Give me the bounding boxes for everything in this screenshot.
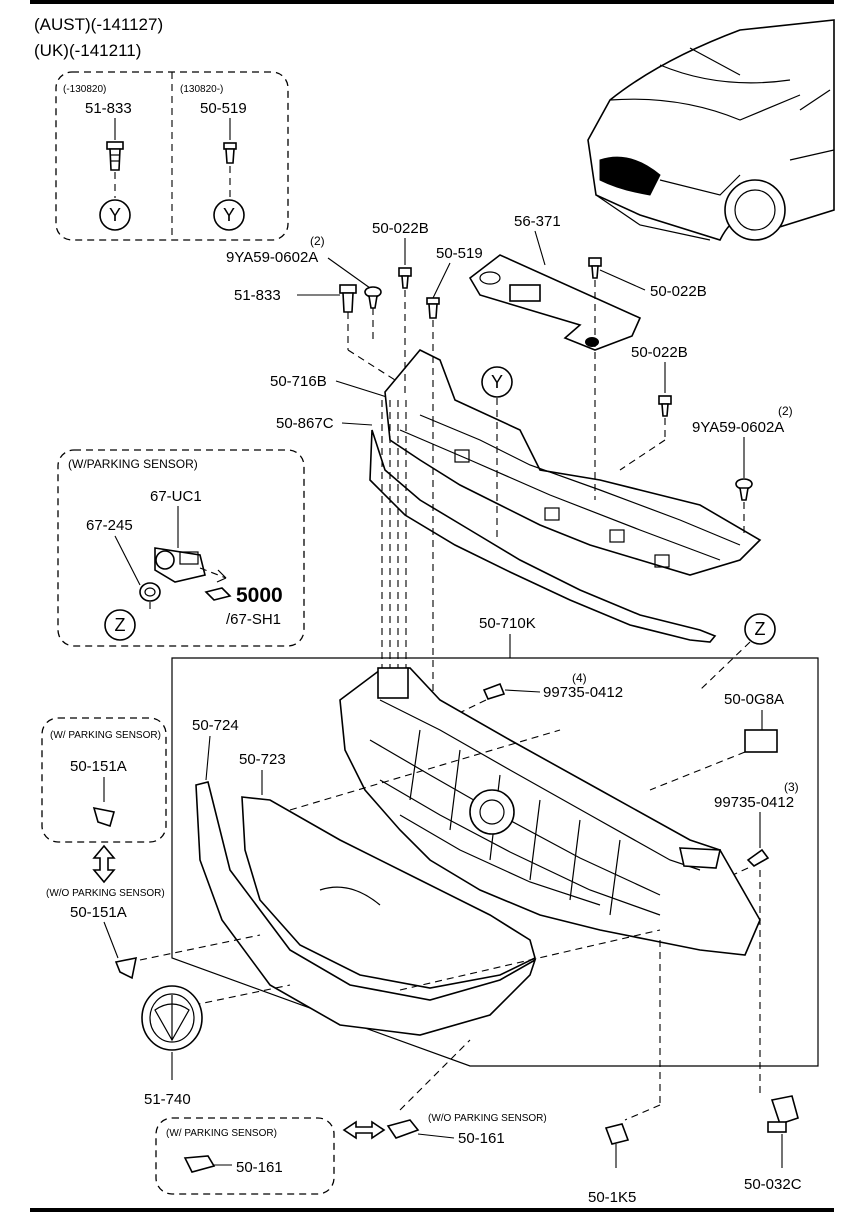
label-qty-left: (2) [310, 234, 325, 248]
ref-page-5000: 5000 [236, 584, 283, 607]
fastener-variant-box: (-130820) (130820-) 51-833 50-519 Y Y [55, 71, 289, 241]
ref-sub-67-SH1: /67-SH1 [226, 611, 281, 628]
label-9YA59-left: 9YA59-0602A [226, 249, 318, 266]
parking-sensor-icon [154, 547, 206, 583]
bolt-icon [588, 257, 602, 279]
bolt-icon [398, 267, 412, 289]
bracket-box-title: (W/ PARKING SENSOR) [50, 730, 161, 741]
marker-y-label: Y [223, 205, 235, 225]
label-50-022B-right: 50-022B [650, 283, 707, 300]
bottom-with-sensor-box: (W/ PARKING SENSOR) 50-161 [155, 1117, 335, 1195]
label-51-740: 51-740 [144, 1091, 191, 1108]
clip-icon [183, 1155, 216, 1173]
bottom-wo-title: (W/O PARKING SENSOR) [428, 1113, 547, 1124]
sensor-holder-icon [139, 582, 161, 602]
label-50-151A-wo: 50-151A [70, 904, 127, 921]
fastener-50-1K5-icon [604, 1123, 630, 1168]
label-50-710K: 50-710K [479, 615, 536, 632]
parking-sensor-box: (W/PARKING SENSOR) 67-UC1 67-245 Z 5000 … [57, 449, 305, 647]
clip-50-032C-icon [767, 1095, 799, 1168]
fastener-right-part: 50-519 [200, 100, 247, 117]
marker-y-circle [481, 366, 513, 398]
clip-icon [386, 1119, 420, 1139]
grille-assembly-frame [171, 657, 819, 1067]
marker-z-label: Z [115, 615, 126, 635]
label-qty-right: (2) [778, 404, 793, 418]
bottom-box-outline [155, 1117, 335, 1195]
label-qty-4: (4) [572, 671, 587, 685]
label-50-151A-w: 50-151A [70, 758, 127, 775]
label-50-0G8A: 50-0G8A [724, 691, 784, 708]
label-67-UC1: 67-UC1 [150, 488, 202, 505]
fastener-right-date: (130820-) [180, 84, 223, 95]
garnish-panel-50-723 [241, 796, 536, 989]
marker-y-label: Y [491, 372, 503, 392]
grommet-clip-icon [223, 142, 237, 164]
fastener-left-date: (-130820) [63, 84, 106, 95]
marker-z-circle [104, 609, 136, 641]
push-pin-clip-icon [106, 141, 124, 171]
marker-y-label: Y [109, 205, 121, 225]
marker-z-label: Z [755, 619, 766, 639]
variant-swap-arrow-icon [92, 844, 116, 884]
label-50-867C: 50-867C [276, 415, 334, 432]
upper-member-50-716B [384, 349, 762, 576]
header-line-2: (UK)(-141211) [34, 41, 141, 60]
bolt-icon [658, 395, 672, 417]
screw-grommet-icon [364, 286, 382, 309]
under-cover-plate-56-371 [468, 254, 642, 351]
header-line-1: (AUST)(-141127) [34, 15, 163, 34]
variant-swap-arrow-icon [342, 1120, 386, 1140]
label-50-032C: 50-032C [744, 1176, 802, 1193]
bottom-box-title: (W/ PARKING SENSOR) [166, 1128, 277, 1139]
label-50-724: 50-724 [192, 717, 239, 734]
bracket-box-outline [41, 717, 167, 843]
clip-icon [426, 297, 440, 319]
bottom-rule [30, 1208, 834, 1212]
label-50-723: 50-723 [239, 751, 286, 768]
marker-y-circle [213, 199, 245, 231]
label-50-022B-top: 50-022B [372, 220, 429, 237]
label-99735-a: 99735-0412 [543, 684, 623, 701]
label-51-833: 51-833 [234, 287, 281, 304]
label-qty-3: (3) [784, 780, 799, 794]
label-50-161-wo: 50-161 [458, 1130, 505, 1147]
vehicle-location-icon [587, 19, 835, 241]
push-pin-icon [339, 284, 357, 313]
emblem-51-740 [141, 985, 203, 1051]
label-50-519: 50-519 [436, 245, 483, 262]
cushion-pad-icon [744, 729, 778, 753]
label-56-371: 56-371 [514, 213, 561, 230]
label-67-245: 67-245 [86, 517, 133, 534]
bracket-icon [114, 956, 138, 980]
label-50-022B-mid: 50-022B [631, 344, 688, 361]
reference-pointer-icon [204, 587, 232, 601]
screw-grommet-icon [735, 478, 753, 501]
marker-y-circle [99, 199, 131, 231]
parking-sensor-box-outline [57, 449, 305, 647]
bolt-icon [482, 682, 506, 700]
seal-strip-50-867C [369, 429, 717, 643]
bracket-icon [92, 806, 116, 828]
label-50-716B: 50-716B [270, 373, 327, 390]
label-50-1K5: 50-1K5 [588, 1189, 636, 1206]
label-99735-b: 99735-0412 [714, 794, 794, 811]
grille-50-710K [339, 667, 761, 956]
bracket-wo-title: (W/O PARKING SENSOR) [46, 888, 165, 899]
fastener-left-part: 51-833 [85, 100, 132, 117]
label-50-161-w: 50-161 [236, 1159, 283, 1176]
marker-z-circle [744, 613, 776, 645]
bracket-with-sensor-box: (W/ PARKING SENSOR) 50-151A [41, 717, 167, 843]
molding-50-724 [195, 781, 537, 1036]
parking-sensor-box-title: (W/PARKING SENSOR) [68, 457, 198, 471]
top-rule [30, 0, 834, 4]
bolt-icon [746, 848, 770, 867]
label-9YA59-right: 9YA59-0602A [692, 419, 784, 436]
